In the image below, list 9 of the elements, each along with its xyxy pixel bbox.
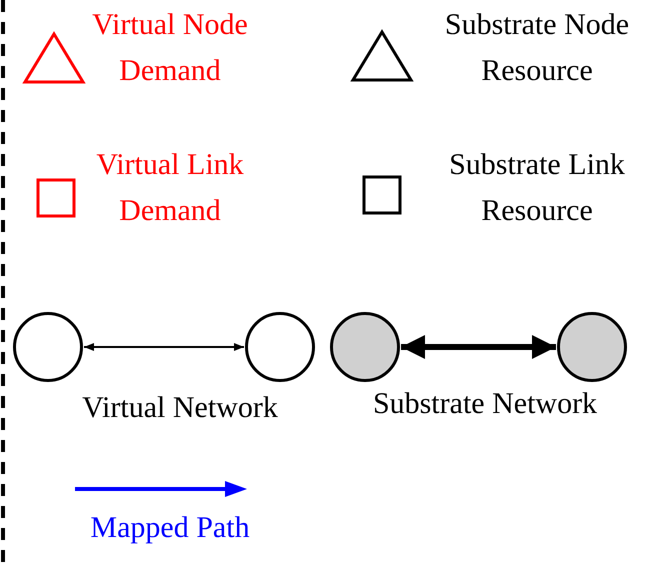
- legend-text: Virtual Link Demand: [96, 148, 244, 227]
- legend-text: Mapped Path: [90, 511, 250, 544]
- legend-text: Substrate Link Resource: [449, 148, 625, 227]
- network-label: Virtual Network: [82, 391, 278, 424]
- arrow: [84, 343, 244, 351]
- legend-text: Substrate Node Resource: [444, 8, 630, 87]
- arrow: [401, 335, 556, 359]
- network-label: Substrate Network: [372, 387, 598, 420]
- legend-text: Virtual Node Demand: [92, 8, 248, 87]
